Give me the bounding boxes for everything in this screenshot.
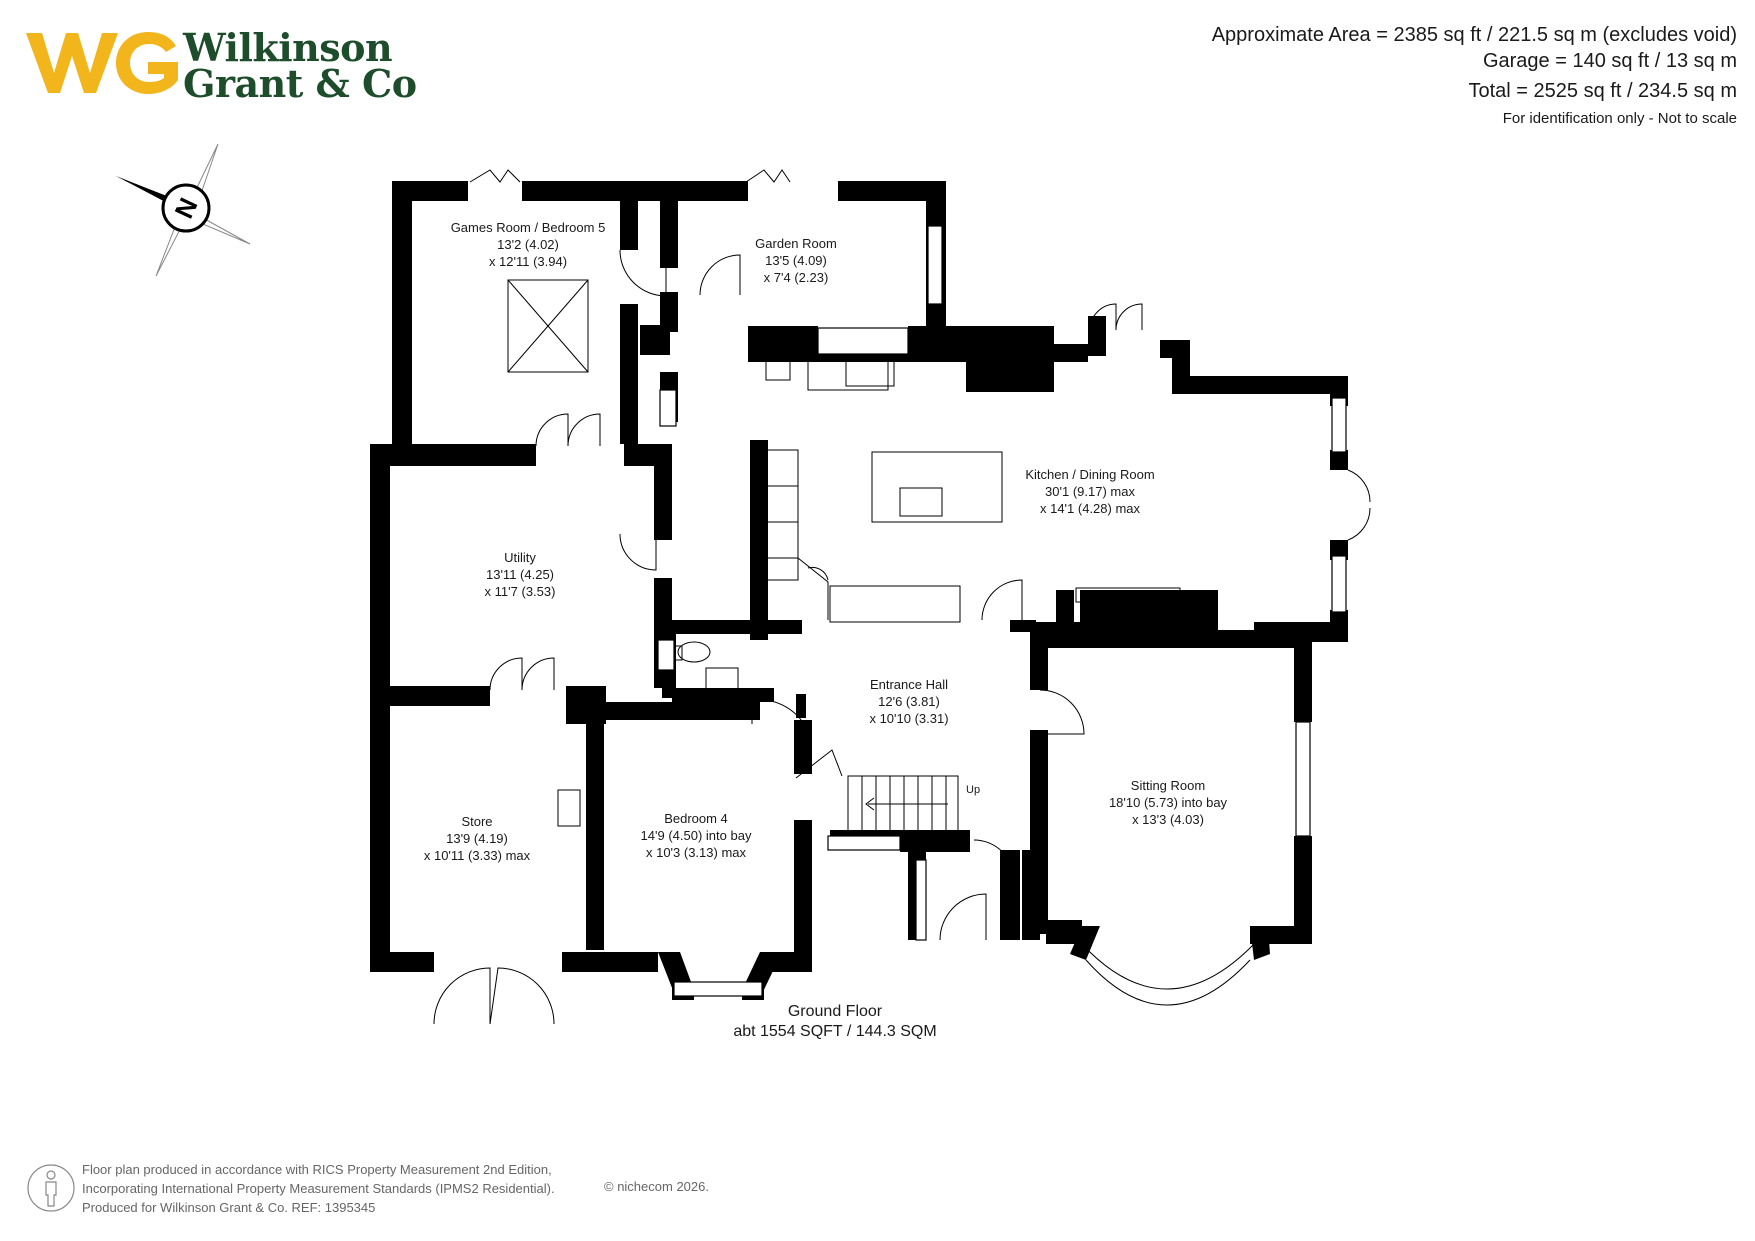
- room-name: Store: [461, 814, 493, 829]
- compass-icon: N: [116, 143, 251, 277]
- brand-name: Wilkinson Grant & Co: [183, 25, 417, 106]
- room-dim: 13'5 (4.09): [765, 253, 827, 268]
- brand-name-line2: Grant & Co: [183, 61, 417, 106]
- floor-caption: Ground Floor abt 1554 SQFT / 144.3 SQM: [700, 1002, 970, 1042]
- room-name: Bedroom 4: [664, 811, 728, 826]
- room-dim: x 14'1 (4.28) max: [1039, 501, 1141, 516]
- floor-area: abt 1554 SQFT / 144.3 SQM: [733, 1023, 937, 1040]
- person-icon: [27, 1164, 75, 1212]
- room-dim: 14'9 (4.50) into bay: [640, 828, 752, 843]
- room-label-sitting-room: Sitting Room 18'10 (5.73) into bay x 13'…: [1109, 777, 1227, 828]
- room-label-garden-room: Garden Room 13'5 (4.09) x 7'4 (2.23): [755, 235, 837, 286]
- room-dim: x 13'3 (4.03): [1132, 812, 1204, 827]
- room-label-games-room: Games Room / Bedroom 5 13'2 (4.02) x 12'…: [451, 219, 606, 270]
- area-summary: Approximate Area = 2385 sq ft / 221.5 sq…: [1212, 22, 1737, 132]
- total-area: Total = 2525 sq ft / 234.5 sq m: [1468, 80, 1738, 102]
- room-dim: 13'9 (4.19): [446, 831, 508, 846]
- room-dim: x 12'11 (3.94): [488, 254, 568, 269]
- room-name: Sitting Room: [1130, 778, 1206, 793]
- floor-name: Ground Floor: [787, 1003, 883, 1020]
- room-name: Games Room / Bedroom 5: [450, 220, 606, 235]
- room-name: Utility: [504, 550, 536, 565]
- room-dim: x 11'7 (3.53): [484, 584, 556, 599]
- footer-line-3: Produced for Wilkinson Grant & Co. REF: …: [82, 1200, 376, 1215]
- room-dim: 30'1 (9.17) max: [1045, 484, 1135, 499]
- room-dim: x 10'11 (3.33) max: [423, 848, 531, 863]
- brand-name-line1: Wilkinson: [183, 25, 393, 70]
- room-label-utility: Utility 13'11 (4.25) x 11'7 (3.53): [485, 549, 556, 600]
- room-dim: x 7'4 (2.23): [763, 270, 829, 285]
- garage-area: Garage = 140 sq ft / 13 sq m: [1482, 50, 1737, 72]
- room-name: Kitchen / Dining Room: [1025, 467, 1155, 482]
- wg-logo-icon: [26, 32, 178, 94]
- footer-line-2: Incorporating International Property Mea…: [82, 1181, 555, 1196]
- footer-notes: Floor plan produced in accordance with R…: [82, 1160, 555, 1217]
- room-dim: x 10'3 (3.13) max: [645, 845, 747, 860]
- room-dim: 13'11 (4.25): [485, 567, 555, 582]
- stairs-up-label: Up: [966, 784, 981, 796]
- room-label-store: Store 13'9 (4.19) x 10'11 (3.33) max: [424, 813, 530, 864]
- footer-line-1: Floor plan produced in accordance with R…: [82, 1162, 552, 1177]
- room-label-entrance-hall: Entrance Hall 12'6 (3.81) x 10'10 (3.31): [869, 676, 948, 727]
- approximate-area: Approximate Area = 2385 sq ft / 221.5 sq…: [1211, 24, 1737, 46]
- room-dim: 13'2 (4.02): [497, 237, 559, 252]
- room-name: Garden Room: [755, 236, 837, 251]
- room-dim: 12'6 (3.81): [878, 694, 940, 709]
- disclaimer: For identification only - Not to scale: [1502, 110, 1737, 127]
- footer-copyright: © nichecom 2026.: [604, 1179, 709, 1194]
- room-name: Entrance Hall: [869, 677, 949, 692]
- room-dim: 18'10 (5.73) into bay: [1108, 795, 1228, 810]
- room-dim: x 10'10 (3.31): [869, 711, 949, 726]
- room-label-kitchen-dining: Kitchen / Dining Room 30'1 (9.17) max x …: [1025, 466, 1154, 517]
- room-label-bedroom-4: Bedroom 4 14'9 (4.50) into bay x 10'3 (3…: [641, 810, 752, 861]
